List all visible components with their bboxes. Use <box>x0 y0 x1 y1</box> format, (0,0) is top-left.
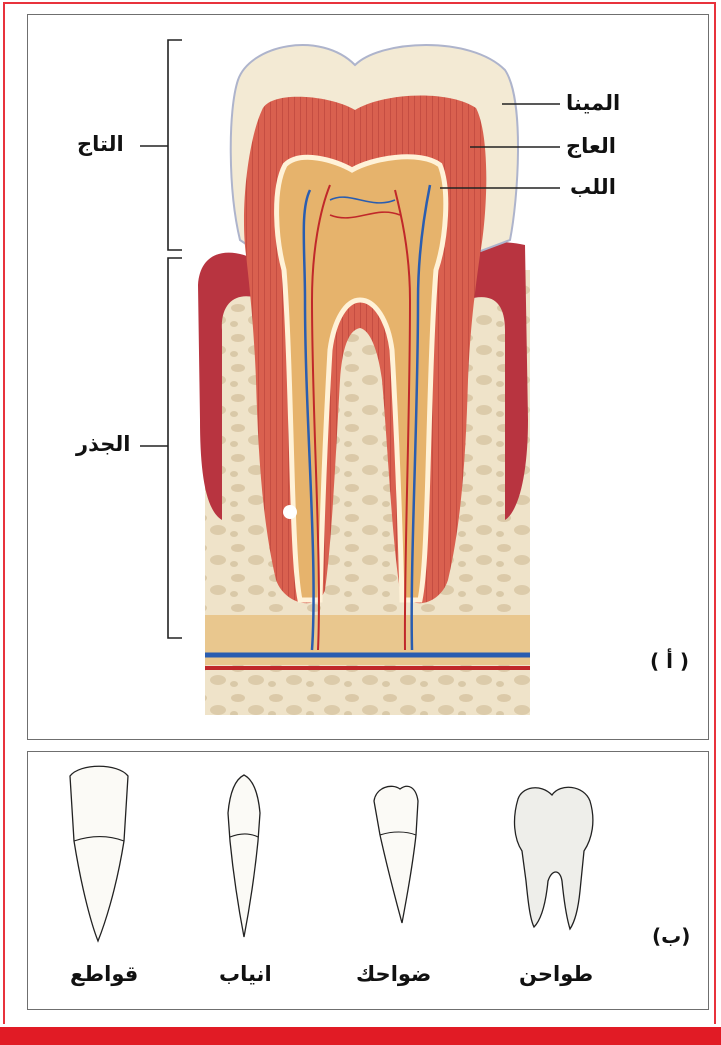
root-bracket <box>168 258 182 638</box>
label-root: الجذر <box>76 434 130 455</box>
figure-b-tag: (ب) <box>652 926 690 946</box>
label-crown: التاج <box>77 134 124 155</box>
canine-tooth <box>228 775 260 937</box>
label-incisors: قواطع <box>70 964 138 985</box>
label-pulp: اللب <box>570 177 616 198</box>
bottom-red-bar <box>0 1027 721 1045</box>
figure-a-tag: ( أ ) <box>650 651 689 671</box>
label-premolars: ضواحك <box>356 964 431 985</box>
label-canines: انياب <box>219 964 272 985</box>
label-dentin: العاج <box>566 136 616 157</box>
premolar-tooth <box>374 786 418 923</box>
label-enamel: المينا <box>566 93 620 114</box>
label-molars: طواحن <box>519 964 593 985</box>
molar-tooth <box>515 787 593 929</box>
crown-bracket <box>168 40 182 250</box>
incisor-tooth <box>70 766 128 941</box>
